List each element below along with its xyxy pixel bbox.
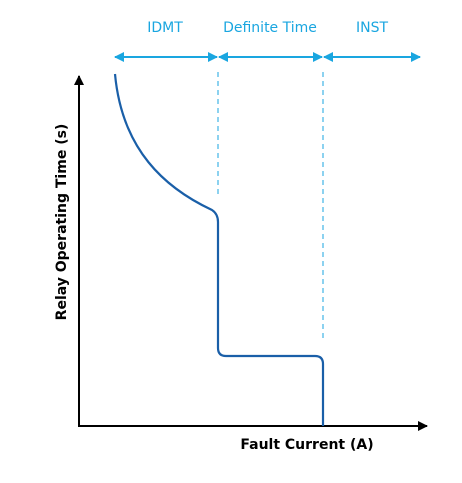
region-label-idmt: IDMT	[147, 20, 183, 36]
relay-characteristic-curve	[113, 73, 325, 426]
region-label-definite-time: Definite Time	[223, 20, 317, 36]
x-axis-label: Fault Current (A)	[240, 437, 373, 453]
region-label-inst: INST	[356, 20, 388, 36]
y-axis-label: Relay Operating Time (s)	[54, 124, 70, 321]
